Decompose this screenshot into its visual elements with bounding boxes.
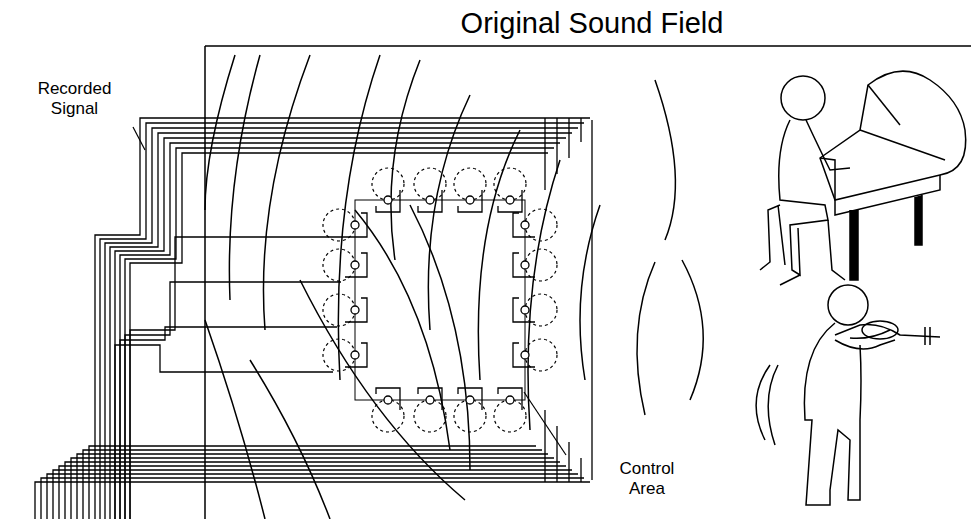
- control-area-outline: [355, 200, 525, 400]
- piano-drawing: [820, 71, 966, 280]
- recorded-signal-wires: [35, 118, 592, 519]
- microphone-array: [323, 168, 557, 432]
- area-label: Control Area: [600, 458, 694, 499]
- leader-line: [133, 127, 145, 150]
- signal-label: Recorded Signal: [20, 78, 129, 119]
- leader-line: [524, 392, 566, 455]
- diagram-title: Original Sound Field: [400, 6, 784, 41]
- pianist-figure: [760, 76, 850, 285]
- violinist-figure: [768, 285, 940, 505]
